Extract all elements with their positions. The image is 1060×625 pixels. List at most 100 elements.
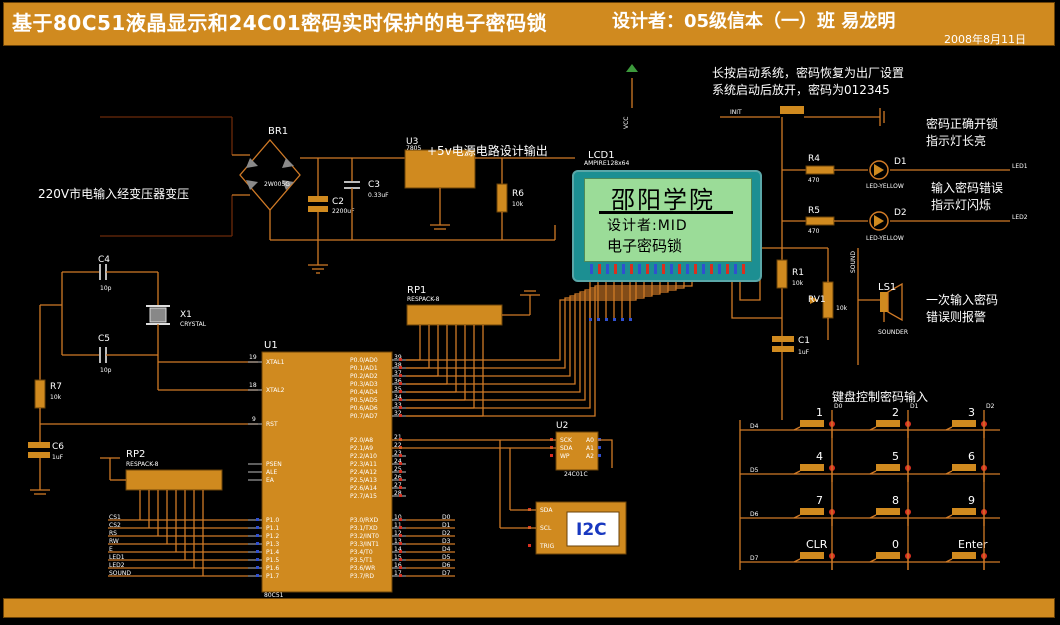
u2-pin-label: A0 bbox=[586, 437, 594, 444]
keypad-key-button bbox=[876, 420, 900, 427]
c5-ref: C5 bbox=[98, 334, 110, 344]
keypad-key-button bbox=[800, 552, 824, 559]
capacitor-c3: C3 0.33uF bbox=[344, 158, 389, 240]
u1-pin-marker bbox=[399, 494, 402, 497]
u3-part: 7805 bbox=[406, 145, 421, 152]
lcd-data-wire bbox=[406, 282, 669, 393]
keypad-key-button bbox=[876, 464, 900, 471]
u1-pin-marker bbox=[256, 574, 259, 577]
c1-value: 1uF bbox=[798, 349, 810, 356]
led2-note-line2: 指示灯闪烁 bbox=[931, 197, 991, 212]
u2-pin-label: A1 bbox=[586, 445, 594, 452]
lcd-vee-wire bbox=[739, 247, 782, 301]
keypad-key-contact bbox=[793, 514, 801, 519]
u1-pin-marker bbox=[256, 534, 259, 537]
u1-right-pin-label: P0.1/AD1 bbox=[350, 365, 378, 372]
reset-note-line2: 系统启动后放开，密码为012345 bbox=[712, 82, 890, 97]
p3-net-label: D4 bbox=[442, 546, 451, 553]
p3-net-label: D3 bbox=[442, 538, 451, 545]
r5-ref: R5 bbox=[808, 206, 820, 216]
lcd-data-wire bbox=[406, 282, 693, 417]
c3-ref: C3 bbox=[368, 180, 380, 190]
lcd-pin bbox=[718, 264, 721, 274]
lcd-pin bbox=[662, 264, 665, 274]
d1-ref: D1 bbox=[894, 157, 907, 167]
u1-right-pin-label: P0.2/AD2 bbox=[350, 373, 378, 380]
keypad-title: 键盘控制密码输入 bbox=[832, 389, 928, 404]
p3-net-label: D0 bbox=[442, 514, 451, 521]
keypad-key-label: 2 bbox=[892, 406, 899, 419]
lcd-pin bbox=[670, 264, 673, 274]
u3-ref: U3 bbox=[406, 137, 418, 147]
u1-left-pins: XTAL1XTAL2RSTPSENALEEAP1.0P1.1P1.2P1.3P1… bbox=[248, 354, 285, 580]
lcd-module: LCD1 AMPIRE128x64 邵阳学院 设计者:MID 电子密码锁 bbox=[572, 150, 762, 282]
sound-net-label: SOUND bbox=[850, 251, 857, 273]
u1-pin-marker bbox=[399, 366, 402, 369]
lcd-pin bbox=[742, 264, 745, 274]
i2c-pin-marker bbox=[528, 544, 531, 547]
u1-pin-marker bbox=[399, 574, 402, 577]
u1-right-pin-label: P3.5/T1 bbox=[350, 557, 373, 564]
lcd-pin bbox=[702, 264, 705, 274]
u1-right-pin-number: 11 bbox=[394, 522, 402, 529]
u1-left-pin-label: RST bbox=[266, 421, 278, 428]
br1-part: 2W005G bbox=[264, 181, 290, 188]
u1-pin-marker bbox=[399, 398, 402, 401]
keypad-key-label: 3 bbox=[968, 406, 975, 419]
lcd-pin bbox=[614, 264, 617, 274]
oscillator-section: C4 10p C5 10p X1 CRYSTAL bbox=[39, 255, 258, 391]
u2-ground-wire bbox=[598, 439, 613, 468]
lcd-pin bbox=[734, 264, 737, 274]
keypad-key-label: 1 bbox=[816, 406, 823, 419]
i2c-pin-label: SCL bbox=[540, 525, 552, 532]
u1-right-pin-label: P2.3/A11 bbox=[350, 461, 377, 468]
u1-right-pin-number: 32 bbox=[394, 410, 402, 417]
lcd-ref: LCD1 bbox=[588, 150, 615, 161]
keypad-key-contact bbox=[869, 426, 877, 431]
reset-circuit: R7 10k C6 1uF bbox=[28, 379, 258, 495]
init-switch: VCC INIT 长按启动系统，密码恢复为出厂设置 系统启动后放开，密码为012… bbox=[623, 64, 904, 129]
r4-ref: R4 bbox=[808, 154, 820, 164]
u1-pin-marker bbox=[256, 526, 259, 529]
mcu-u1: U1 80C51 XTAL1XTAL2RSTPSENALEEAP1.0P1.1P… bbox=[248, 340, 406, 599]
lcd-pin bbox=[654, 264, 657, 274]
u1-left-pin-label: XTAL2 bbox=[266, 387, 285, 394]
lcd-pin bbox=[598, 264, 601, 274]
keypad-row-net: D5 bbox=[750, 467, 759, 474]
u1-right-pin-number: 10 bbox=[394, 514, 402, 521]
u1-pin-marker bbox=[399, 374, 402, 377]
p3-net-label: D6 bbox=[442, 562, 451, 569]
u1-pin-marker bbox=[256, 566, 259, 569]
rp2-part: RESPACK-8 bbox=[126, 461, 159, 468]
i2c-pin-label: TRIG bbox=[539, 543, 555, 550]
u1-pin-number: 19 bbox=[249, 354, 257, 361]
u2-ref: U2 bbox=[556, 421, 568, 431]
u2-part: 24C01C bbox=[564, 471, 588, 478]
keypad-key-label: 7 bbox=[816, 494, 823, 507]
u1-pin-marker bbox=[399, 478, 402, 481]
keypad-col-net: D0 bbox=[834, 403, 843, 410]
d2-part: LED-YELLOW bbox=[866, 235, 904, 242]
u1-right-pin-number: 39 bbox=[394, 354, 402, 361]
keypad-key-button bbox=[952, 552, 976, 559]
u1-right-pin-label: P3.6/WR bbox=[350, 565, 375, 572]
u1-right-pin-number: 26 bbox=[394, 474, 402, 481]
u1-pin-marker bbox=[399, 566, 402, 569]
u1-left-pin-label: P1.6 bbox=[266, 565, 279, 572]
keypad-key-contact bbox=[869, 470, 877, 475]
r6-ref: R6 bbox=[512, 189, 524, 199]
i2c-pin-label: SDA bbox=[540, 507, 553, 514]
u1-right-pin-label: P2.4/A12 bbox=[350, 469, 377, 476]
power-output-note: +5v电源电路设计输出 bbox=[427, 143, 548, 158]
reset-note-line1: 长按启动系统，密码恢复为出厂设置 bbox=[712, 65, 904, 80]
u1-right-pin-label: P0.7/AD7 bbox=[350, 413, 378, 420]
u1-pin-marker bbox=[399, 462, 402, 465]
lcd-divider bbox=[599, 211, 733, 214]
u1-pin-marker bbox=[399, 518, 402, 521]
lcd-pin bbox=[630, 264, 633, 274]
u1-pin-marker bbox=[399, 406, 402, 409]
